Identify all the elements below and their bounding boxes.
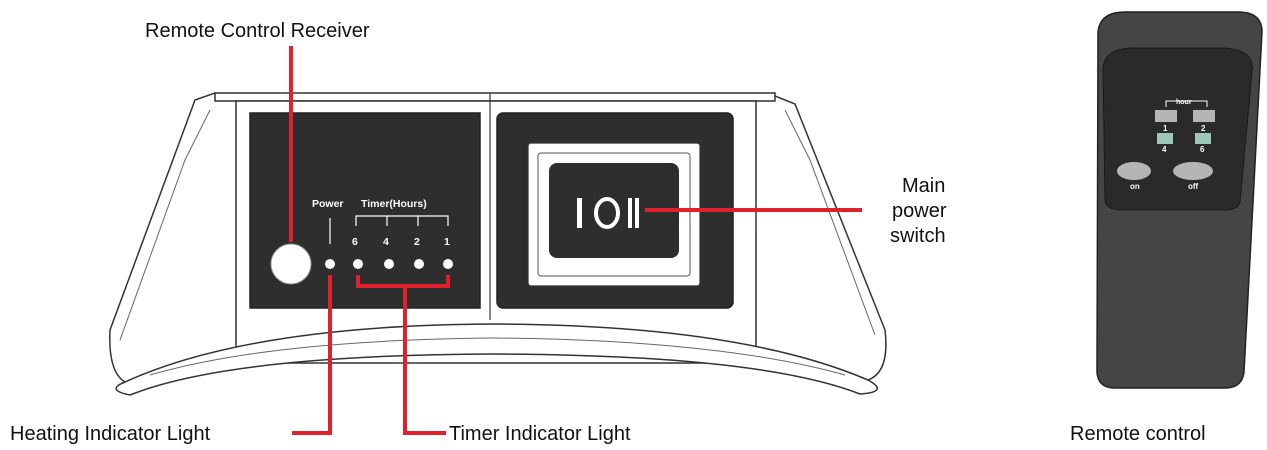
timer-number-1: 1 [444,236,450,248]
remote-control-callout: Remote control [1070,423,1206,445]
timer-leader-line [403,286,446,435]
remote-on-button[interactable] [1117,162,1151,180]
timer-led-6 [353,259,363,269]
remote-button-4[interactable] [1157,133,1173,144]
switch-symbol-icon [577,197,639,229]
remote-button-2[interactable] [1193,110,1215,122]
remote-button-6-label: 6 [1200,145,1205,154]
main-switch-callout-line1: Main [902,175,945,197]
remote-button-4-label: 4 [1162,145,1167,154]
main-switch-callout-line3: switch [890,225,946,247]
remote-button-1-label: 1 [1163,124,1168,133]
heating-indicator-callout: Heating Indicator Light [10,423,211,445]
main-power-switch[interactable] [549,163,679,258]
remote-button-6[interactable] [1195,133,1211,144]
remote-hour-label: hour [1176,99,1192,106]
timer-led-2 [414,259,424,269]
remote-receiver-callout: Remote Control Receiver [145,20,370,42]
switch-panel [496,112,734,309]
main-switch-callout-line2: power [892,200,947,222]
leader-lines [289,46,862,435]
timer-led-4 [384,259,394,269]
timer-led-1 [443,259,453,269]
timer-label: Timer(Hours) [361,198,427,210]
remote-receiver-window [270,243,312,285]
indicator-panel: Power Timer(Hours) 6 4 2 1 [249,112,481,309]
remote-button-2-label: 2 [1201,124,1206,133]
timer-number-2: 2 [414,236,420,248]
timer-number-4: 4 [383,236,389,248]
timer-number-6: 6 [352,236,358,248]
remote-off-label: off [1188,182,1199,191]
remote-on-label: on [1130,182,1140,191]
remote-button-1[interactable] [1155,110,1177,122]
power-label: Power [312,198,344,210]
heating-indicator-led [325,259,335,269]
remote-off-button[interactable] [1173,162,1213,180]
heating-leader-line [292,275,332,435]
remote-control: hour 1 2 4 6 on off [1096,11,1263,389]
timer-indicator-callout: Timer Indicator Light [449,423,631,445]
